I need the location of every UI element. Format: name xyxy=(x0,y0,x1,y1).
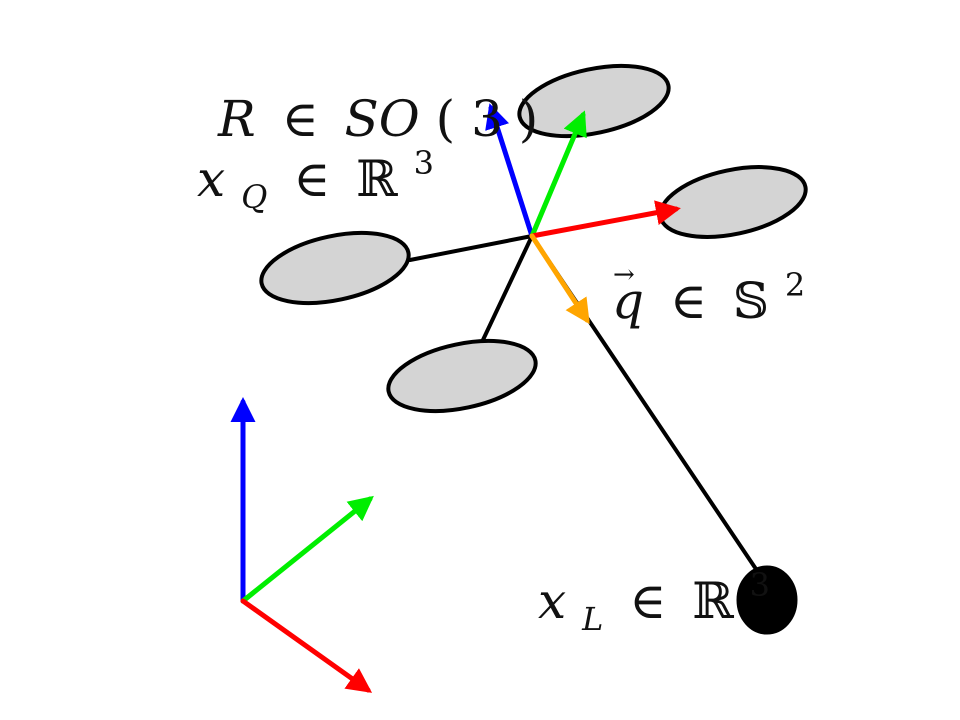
world-y-axis-arrow xyxy=(240,495,374,604)
rotors xyxy=(259,63,808,413)
world-x-axis-arrow xyxy=(240,598,373,693)
load-mass xyxy=(736,565,798,635)
body-frame xyxy=(485,103,681,325)
rotor-front xyxy=(386,339,538,413)
world-frame xyxy=(230,397,374,693)
rotor-top xyxy=(517,63,671,139)
cable-vector-accent: → xyxy=(613,260,635,290)
load-position-label: x L ∈ ℝ 3 xyxy=(538,566,770,642)
cable-direction-arrow xyxy=(529,233,590,325)
body-y-axis-arrow xyxy=(529,110,587,239)
rotor-left xyxy=(259,231,411,305)
rotation-label: R ∈ SO ( 3 ) xyxy=(217,90,538,148)
body-x-axis-arrow xyxy=(529,200,681,239)
rotor-right xyxy=(658,165,808,239)
body-z-axis-arrow xyxy=(485,103,535,239)
cable-direction-label: q ∈ 𝕊 2 xyxy=(612,266,805,330)
arm-front xyxy=(480,234,534,344)
arm-left xyxy=(408,234,534,262)
quad-position-label: x Q ∈ ℝ 3 xyxy=(197,144,434,220)
